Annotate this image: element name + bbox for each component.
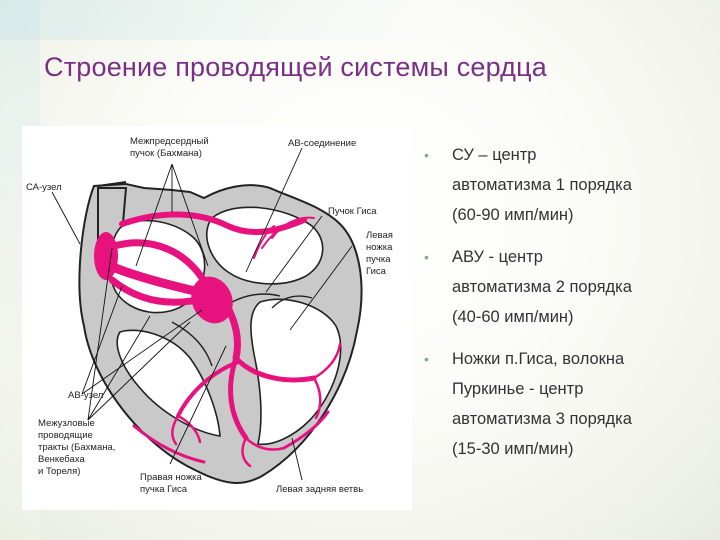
bullet-line: Пуркинье - центр <box>452 380 584 398</box>
bullet-dot-icon: • <box>424 249 429 265</box>
label-internodal-3: тракты (Бахмана, <box>38 442 115 453</box>
label-right-leg-2: пучка Гиса <box>140 484 188 495</box>
label-his-bundle: Пучок Гиса <box>328 206 377 217</box>
bullet-item-his: • Ножки п.Гиса, волокна Пуркинье - центр… <box>422 344 707 464</box>
label-internodal-4: Венкебаха <box>38 454 85 465</box>
bullet-item-sa: • СУ – центр автоматизма 1 порядка (60-9… <box>422 140 707 230</box>
heart-conduction-diagram: СА-узел Межпредсердный пучок (Бахмана) А… <box>22 126 412 510</box>
label-internodal-5: и Тореля) <box>38 466 80 477</box>
bullet-line: (15-30 имп/мин) <box>452 440 574 458</box>
label-av-node: АВ-узел <box>68 390 103 401</box>
bullet-item-av: • АВУ - центр автоматизма 2 порядка (40-… <box>422 242 707 332</box>
label-right-leg-1: Правая ножка <box>140 472 203 483</box>
sa-node-shape <box>94 232 118 280</box>
label-left-leg-1: Левая <box>366 230 393 241</box>
heart-diagram-svg: СА-узел Межпредсердный пучок (Бахмана) А… <box>26 136 393 495</box>
right-ventricle-cavity <box>116 329 221 437</box>
background-decoration-top <box>0 0 720 40</box>
label-sa-node: СА-узел <box>26 182 62 193</box>
label-internodal-1: Межузловые <box>38 418 95 429</box>
bullet-line: (60-90 имп/мин) <box>452 206 574 224</box>
valve-lines <box>171 293 313 367</box>
bullet-line: Ножки п.Гиса, волокна <box>452 350 625 368</box>
bullet-dot-icon: • <box>424 351 429 367</box>
av-node-shape <box>191 276 233 324</box>
bullet-line: автоматизма 2 порядка <box>452 278 632 296</box>
bullet-line: (40-60 имп/мин) <box>452 308 574 326</box>
bullet-line: АВУ - центр <box>452 248 543 266</box>
bullet-dot-icon: • <box>424 147 429 163</box>
label-interatrial-bundle-1: Межпредсердный <box>130 136 209 147</box>
label-left-posterior-branch: Левая задняя ветвь <box>276 484 363 495</box>
left-ventricle-cavity <box>250 298 342 446</box>
label-left-leg-4: Гиса <box>366 266 387 277</box>
bullet-line: автоматизма 1 порядка <box>452 176 632 194</box>
leader-lines <box>51 147 353 481</box>
label-internodal-2: проводящие <box>38 430 93 441</box>
slide-title: Строение проводящей системы сердца <box>44 52 548 82</box>
label-left-leg-2: ножка <box>366 242 393 253</box>
vessel-top <box>97 181 127 187</box>
label-left-leg-3: пучка <box>366 254 391 265</box>
label-av-junction: АВ-соединение <box>288 138 356 149</box>
label-interatrial-bundle-2: пучок (Бахмана) <box>130 148 202 159</box>
bullet-line: СУ – центр <box>452 146 537 164</box>
bullet-line: автоматизма 3 порядка <box>452 410 632 428</box>
bullet-list: • СУ – центр автоматизма 1 порядка (60-9… <box>422 140 707 476</box>
